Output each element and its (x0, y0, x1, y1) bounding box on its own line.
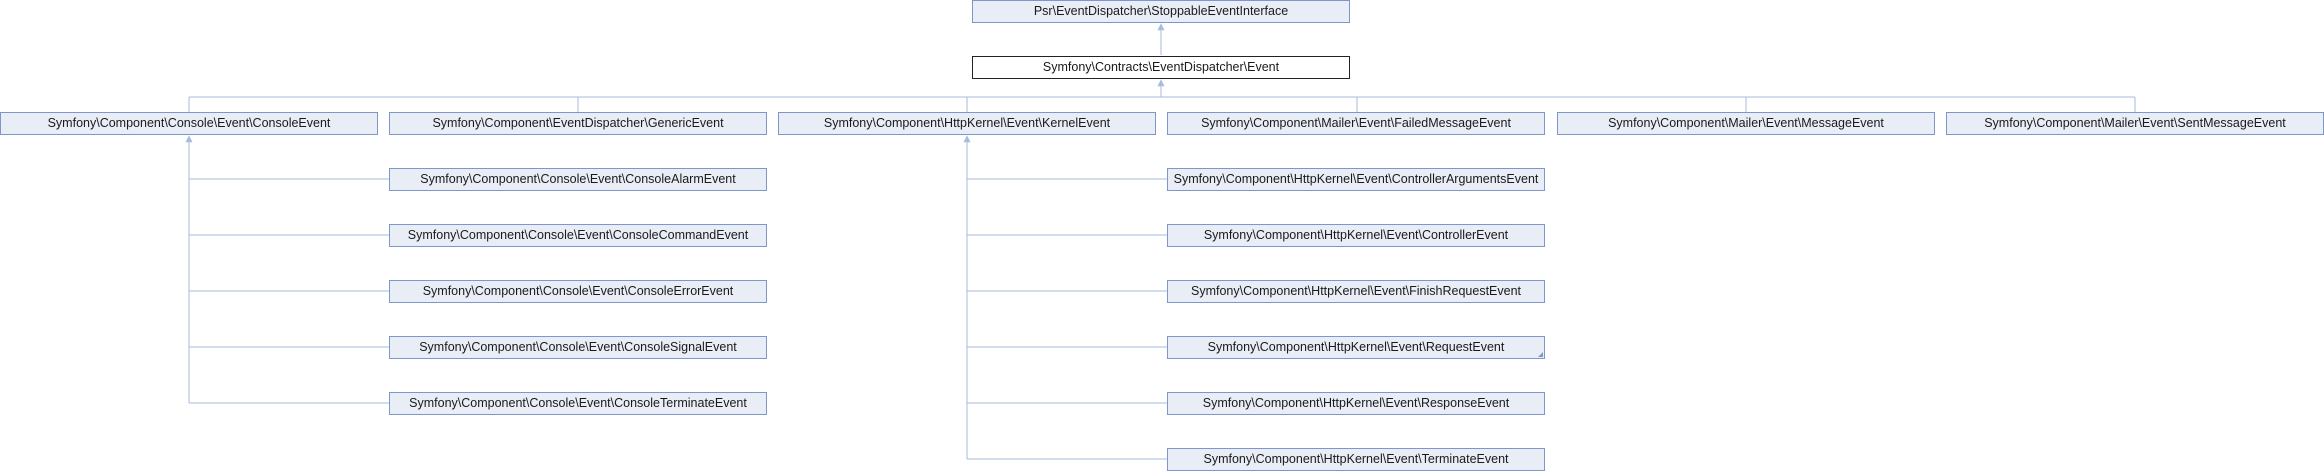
node-console-alarm-event[interactable]: Symfony\Component\Console\Event\ConsoleA… (389, 168, 767, 191)
node-kernel-event[interactable]: Symfony\Component\HttpKernel\Event\Kerne… (778, 112, 1156, 135)
node-terminate-event[interactable]: Symfony\Component\HttpKernel\Event\Termi… (1167, 448, 1545, 471)
node-console-signal-event[interactable]: Symfony\Component\Console\Event\ConsoleS… (389, 336, 767, 359)
node-console-terminate-event[interactable]: Symfony\Component\Console\Event\ConsoleT… (389, 392, 767, 415)
node-failed-message-event[interactable]: Symfony\Component\Mailer\Event\FailedMes… (1167, 112, 1545, 135)
node-request-event-label: Symfony\Component\HttpKernel\Event\Reque… (1207, 340, 1505, 354)
node-contracts-event-current: Symfony\Contracts\EventDispatcher\Event (972, 56, 1350, 79)
node-console-command-event[interactable]: Symfony\Component\Console\Event\ConsoleC… (389, 224, 767, 247)
node-finish-request-event[interactable]: Symfony\Component\HttpKernel\Event\Finis… (1167, 280, 1545, 303)
node-message-event[interactable]: Symfony\Component\Mailer\Event\MessageEv… (1557, 112, 1935, 135)
node-request-event[interactable]: Symfony\Component\HttpKernel\Event\Reque… (1167, 336, 1545, 359)
node-stoppable-event-interface[interactable]: Psr\EventDispatcher\StoppableEventInterf… (972, 0, 1350, 23)
node-sent-message-event[interactable]: Symfony\Component\Mailer\Event\SentMessa… (1946, 112, 2324, 135)
node-controller-event[interactable]: Symfony\Component\HttpKernel\Event\Contr… (1167, 224, 1545, 247)
node-response-event[interactable]: Symfony\Component\HttpKernel\Event\Respo… (1167, 392, 1545, 415)
node-console-event[interactable]: Symfony\Component\Console\Event\ConsoleE… (0, 112, 378, 135)
node-controller-arguments-event[interactable]: Symfony\Component\HttpKernel\Event\Contr… (1167, 168, 1545, 191)
has-subclasses-corner-icon (1538, 352, 1543, 357)
node-console-error-event[interactable]: Symfony\Component\Console\Event\ConsoleE… (389, 280, 767, 303)
node-generic-event[interactable]: Symfony\Component\EventDispatcher\Generi… (389, 112, 767, 135)
